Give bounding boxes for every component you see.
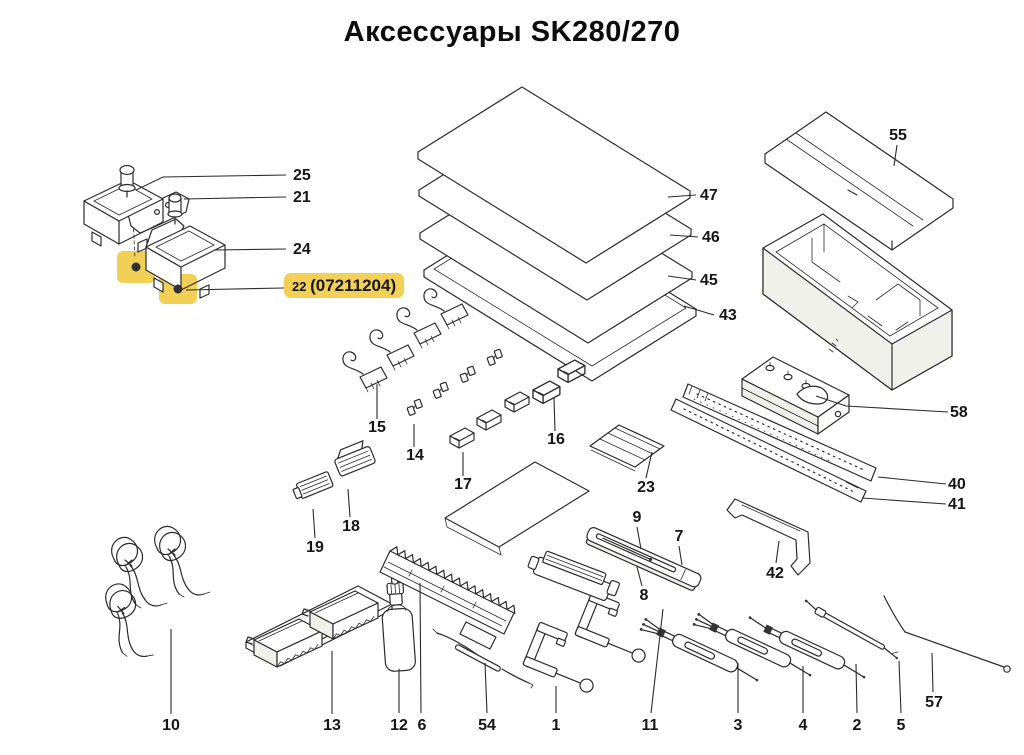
leader-line-8 — [636, 566, 643, 587]
part-label-5: 5 — [897, 717, 906, 734]
part-label-42: 42 — [766, 565, 784, 582]
leader-line-58 — [815, 395, 949, 413]
part-clip-18 — [334, 440, 376, 477]
leader-line-43 — [683, 305, 715, 316]
part-label-12: 12 — [390, 717, 408, 734]
screw-dots — [828, 338, 839, 353]
leader-line-54 — [484, 662, 488, 714]
part-tool-5 — [804, 599, 899, 660]
part-label-7: 7 — [675, 528, 684, 545]
part-tension-unit-24 — [145, 218, 226, 299]
part-bar-7 — [585, 527, 702, 591]
part-label-3: 3 — [734, 717, 743, 734]
leader-line-11 — [650, 608, 664, 714]
part-label-55: 55 — [889, 127, 907, 144]
part-clips-16 — [532, 359, 586, 405]
part-label-24: 24 — [293, 241, 311, 258]
leader-line-55 — [893, 144, 898, 167]
leader-line-6 — [419, 582, 422, 714]
part-unit-11 — [527, 550, 620, 601]
leader-line-7 — [678, 545, 683, 566]
leader-line-24 — [213, 248, 287, 251]
part-label-14: 14 — [406, 447, 424, 464]
leader-line-22 — [185, 287, 285, 291]
leader-line-57 — [931, 652, 934, 693]
leader-line-25 — [135, 174, 287, 191]
part-weights-13 — [245, 585, 393, 668]
part-screw-22-a — [131, 262, 141, 272]
part-label-41: 41 — [948, 496, 966, 513]
part-label-17: 17 — [454, 476, 472, 493]
leader-line-2 — [855, 663, 858, 714]
part-label-2: 2 — [853, 717, 862, 734]
leader-line-45 — [667, 275, 697, 281]
part-label-45: 45 — [700, 272, 718, 289]
part-sheet — [444, 461, 590, 556]
part-label-21: 21 — [293, 189, 311, 206]
part-box-base-55 — [762, 213, 953, 391]
part-label-25: 25 — [293, 167, 311, 184]
leader-line-21 — [183, 196, 287, 200]
part-label-16: 16 — [547, 431, 565, 448]
part-box-lid-55 — [764, 111, 954, 251]
part-label-1: 1 — [552, 717, 561, 734]
leader-line-9 — [636, 526, 642, 550]
part-strip-41 — [670, 398, 867, 503]
part-label-13: 13 — [323, 717, 341, 734]
part-strip-40 — [682, 383, 877, 482]
part-clamps-1 — [521, 591, 661, 695]
part-label-40: 40 — [948, 476, 966, 493]
part-cords-10 — [97, 525, 211, 661]
part-screw-25 — [118, 164, 136, 198]
part-tension-unit-left — [83, 179, 190, 259]
part-label-57: 57 — [925, 694, 943, 711]
part-screw-22-b — [173, 284, 183, 294]
part-label-11: 11 — [642, 717, 659, 734]
part-label-47: 47 — [700, 187, 718, 204]
leader-line-46 — [669, 234, 699, 238]
part-label-54: 54 — [478, 717, 496, 734]
part-hooks-15 — [342, 288, 469, 393]
leader-line-16 — [553, 397, 556, 432]
highlight-label-bg — [284, 273, 405, 298]
part-label-8: 8 — [640, 587, 649, 604]
part-latch-tool-54 — [432, 628, 534, 689]
part-clips-14 — [405, 348, 505, 417]
part-label-23: 23 — [637, 479, 655, 496]
part-label-9: 9 — [633, 509, 642, 526]
leader-line-23 — [645, 451, 653, 479]
page-title: Аксессуары SK280/270 — [343, 16, 681, 48]
part-label-15: 15 — [368, 419, 386, 436]
leader-line-47 — [667, 194, 697, 198]
part-bottle-12 — [381, 576, 416, 672]
leader-line-19 — [312, 508, 316, 539]
part-card-23 — [589, 424, 665, 472]
part-label-58: 58 — [950, 404, 968, 421]
part-label-19: 19 — [306, 539, 324, 556]
part-clip-19 — [292, 471, 334, 500]
part-label-6: 6 — [418, 717, 427, 734]
leader-line-40 — [877, 476, 947, 485]
part-label-43: 43 — [719, 307, 737, 324]
part-label-22: 22 (07211204) — [292, 276, 396, 295]
leader-line-41 — [861, 497, 947, 505]
part-label-10: 10 — [162, 717, 180, 734]
part-label-18: 18 — [342, 518, 360, 535]
part-label-4: 4 — [799, 717, 808, 734]
part-screw-21 — [167, 193, 183, 225]
part-bracket-42 — [726, 498, 811, 576]
part-wire-57 — [883, 595, 1011, 673]
leader-line-5 — [898, 660, 902, 714]
part-comb-6 — [379, 546, 516, 650]
part-label-46: 46 — [702, 229, 720, 246]
leader-line-42 — [775, 540, 780, 564]
leader-line-18 — [347, 488, 351, 518]
part-clips-17 — [449, 391, 530, 449]
